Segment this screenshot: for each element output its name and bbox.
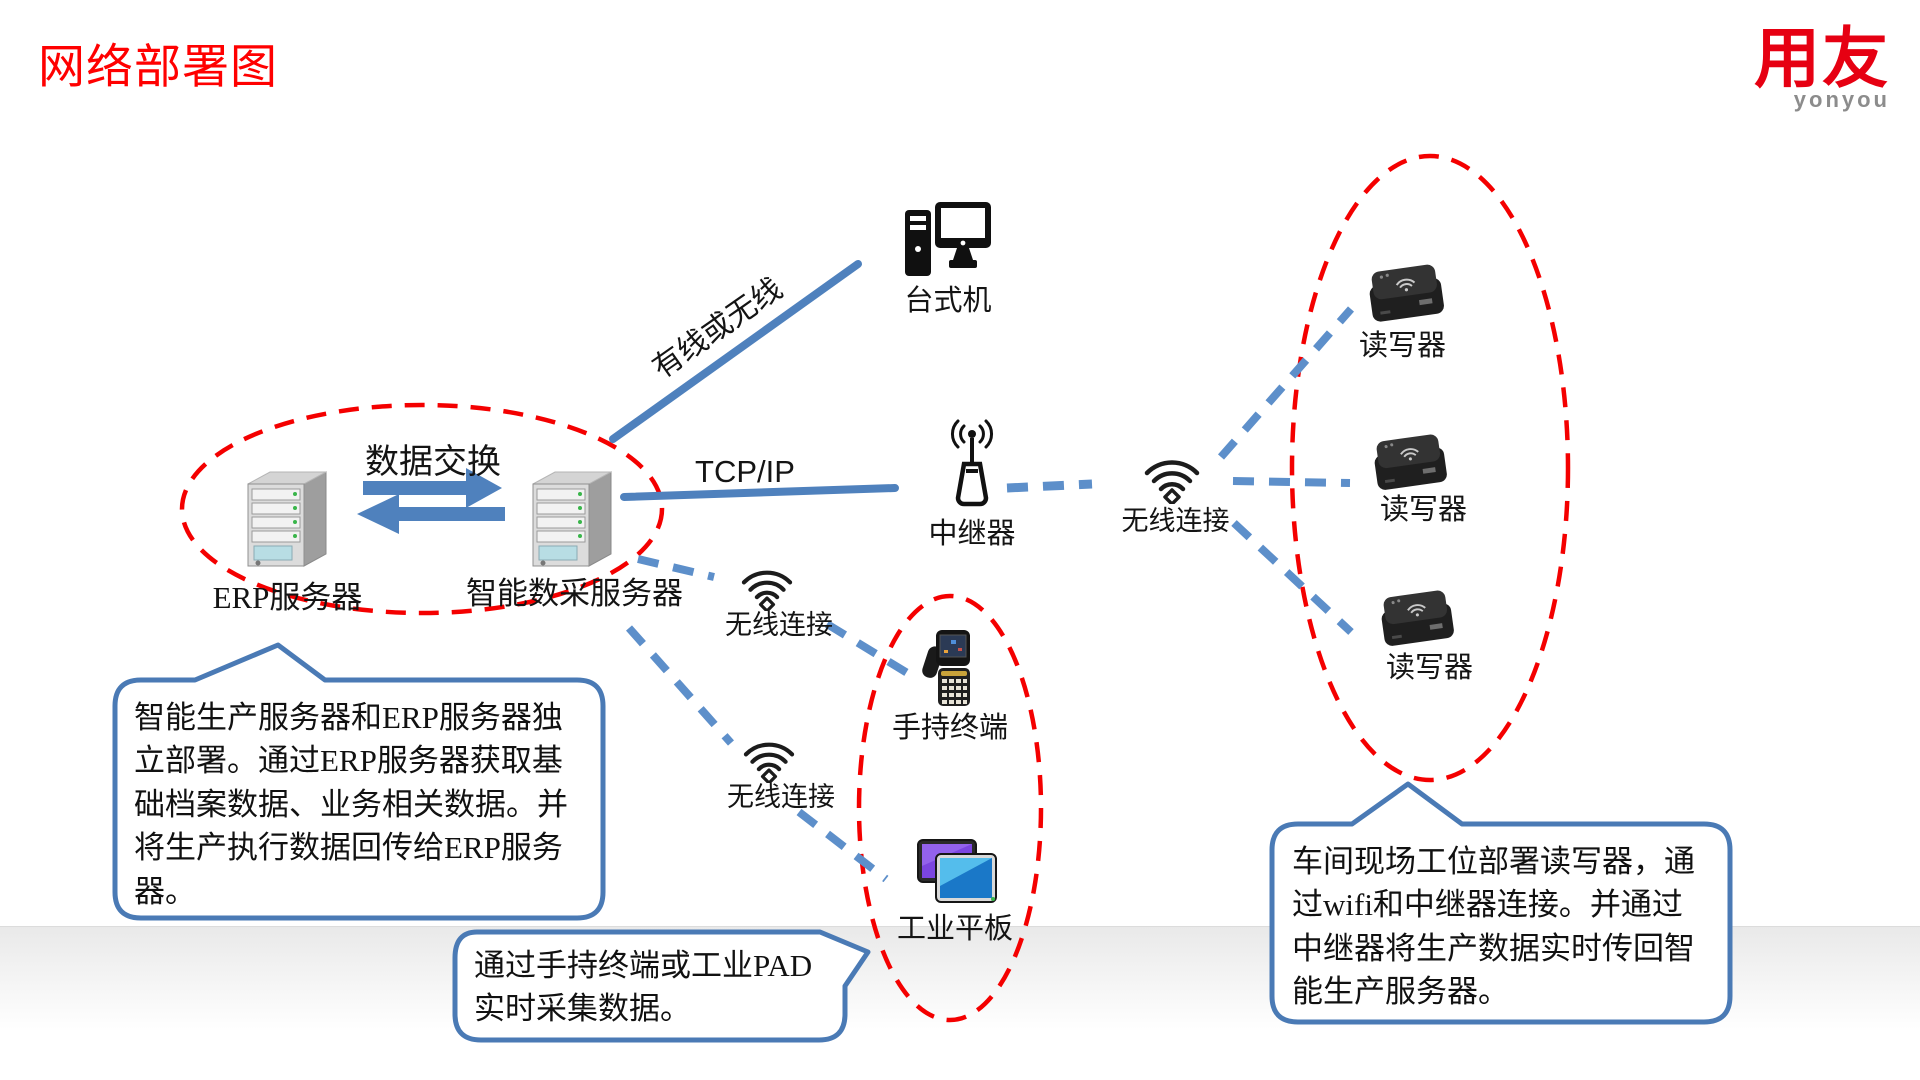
callout-left-bubble bbox=[112, 642, 606, 921]
link-hub-to-reader2 bbox=[1232, 477, 1351, 487]
wifi-low-label: 无线连接 bbox=[727, 782, 835, 812]
desktop-computer-icon bbox=[903, 202, 993, 289]
callout-left-text: 智能生产服务器和ERP服务器独立部署。通过ERP服务器获取基础档案数据、业务相关… bbox=[134, 700, 568, 909]
link-wifi-low-to-tablet bbox=[796, 808, 889, 883]
erp-server-icon bbox=[242, 458, 332, 573]
wifi-mid-icon bbox=[739, 563, 795, 616]
link-repeater-to-hub bbox=[1006, 479, 1093, 493]
wifi-hub-icon bbox=[1142, 452, 1202, 509]
handheld-label: 手持终端 bbox=[891, 712, 1008, 744]
link-server-to-wifi-mid bbox=[637, 555, 715, 581]
mobile-group-ellipse bbox=[856, 593, 1044, 1023]
link-hub-to-reader3 bbox=[1231, 520, 1354, 635]
callout-right-text: 车间现场工位部署读写器，通过wifi和中继器连接。并通过中继器将生产数据实时传回… bbox=[1292, 844, 1695, 1010]
link-wifi-mid-to-handheld bbox=[824, 620, 912, 678]
repeater-antenna-icon bbox=[940, 418, 1004, 523]
reader1-label: 读写器 bbox=[1358, 330, 1446, 362]
data-exchange-arrow-left bbox=[357, 494, 505, 534]
link-hub-to-reader1 bbox=[1217, 306, 1355, 460]
reader2-label: 读写器 bbox=[1379, 494, 1467, 526]
wifi-low-icon bbox=[741, 735, 797, 788]
desktop-label: 台式机 bbox=[904, 285, 992, 317]
repeater-label: 中继器 bbox=[928, 518, 1016, 550]
tablet-label: 工业平板 bbox=[896, 913, 1013, 945]
callout-right-bubble bbox=[1269, 781, 1733, 1025]
readers-group-ellipse bbox=[1289, 153, 1571, 783]
wifi-mid-label: 无线连接 bbox=[725, 610, 833, 640]
yonyou-logo-zh: 用友 bbox=[1754, 21, 1890, 95]
link-server-to-wifi-low bbox=[626, 625, 734, 746]
yonyou-logo-en: yonyou bbox=[1793, 87, 1890, 113]
callout-bottom-bubble bbox=[452, 929, 871, 1043]
link-tcpip-line bbox=[620, 484, 899, 501]
callout-bottom-text: 通过手持终端或工业PAD实时采集数据。 bbox=[474, 948, 813, 1027]
yonyou-logo: 用友 yonyou bbox=[1738, 21, 1890, 113]
reader3-icon bbox=[1372, 584, 1460, 659]
servers-group-ellipse bbox=[179, 402, 665, 616]
erp-server-label: ERP服务器 bbox=[212, 580, 363, 615]
daq-server-label: 智能数采服务器 bbox=[466, 576, 683, 611]
reader1-icon bbox=[1360, 258, 1450, 335]
handheld-terminal-icon bbox=[920, 626, 984, 715]
data-exchange-label: 数据交换 bbox=[365, 444, 501, 481]
link-wired-or-wireless-line bbox=[609, 260, 862, 443]
reader3-label: 读写器 bbox=[1385, 652, 1473, 684]
data-exchange-arrow-right bbox=[363, 468, 502, 508]
wifi-hub-label: 无线连接 bbox=[1121, 506, 1230, 536]
daq-server-icon bbox=[527, 458, 617, 573]
industrial-tablet-icon bbox=[912, 838, 1002, 915]
reader2-icon bbox=[1364, 428, 1454, 503]
page-title: 网络部署图 bbox=[38, 40, 278, 93]
tcpip-label: TCP/IP bbox=[695, 454, 795, 489]
